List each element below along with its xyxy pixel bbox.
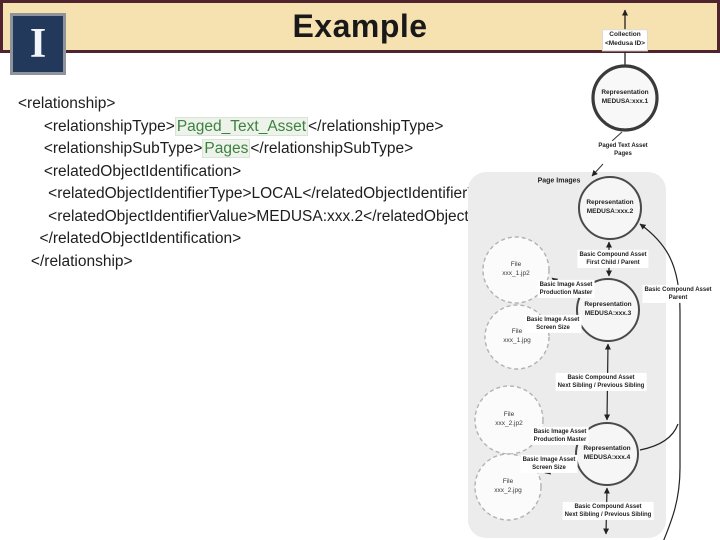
label-line: Production Master <box>539 290 593 296</box>
label-line: Basic Image Asset <box>526 316 580 323</box>
xml-code-block: <relationship> <relationshipType>Paged_T… <box>18 93 576 273</box>
edge-pages-segment <box>611 131 623 142</box>
label-line: Page Images <box>537 177 581 185</box>
slide-title: Example <box>292 8 428 44</box>
label-line: MEDUSA:xxx.2 <box>586 208 634 215</box>
label-line: Screen Size <box>532 465 566 471</box>
xml-tag: <relatedObjectIdentifierValue>MEDUSA:xxx… <box>18 207 576 225</box>
label-line: xxx_2.jp2 <box>495 420 523 427</box>
label-line: MEDUSA:xxx.3 <box>584 310 632 317</box>
edge-first-child-label: Basic Compound Asset First Child / Paren… <box>577 249 649 269</box>
label-line: Next Sibling / Previous Sibling <box>557 383 645 389</box>
label-line: MEDUSA:xxx.1 <box>601 98 649 105</box>
xml-line: <relatedObjectIdentifierType>LOCAL</rela… <box>18 183 576 206</box>
label-line: Representation <box>586 199 634 207</box>
xml-line: </relationship> <box>18 251 576 274</box>
label-line: Representation <box>601 89 649 97</box>
label-line: File <box>503 411 515 419</box>
xml-tag: <relationshipType> <box>18 117 175 135</box>
edge-pages-label: Paged Text Asset Pages <box>596 140 650 160</box>
xml-tag: </relationshipSubType> <box>250 140 414 157</box>
edge-sibling-label-2: Basic Compound Asset Next Sibling / Prev… <box>562 501 654 521</box>
label-line: Basic Compound Asset <box>574 503 642 510</box>
edge-prod-master-label-1: Basic Image Asset Production Master <box>537 279 595 299</box>
label-line: Parent <box>668 295 688 301</box>
label-line: First Child / Parent <box>586 260 640 266</box>
edge-parent-branch <box>639 423 679 451</box>
edge-screen-size-label-1: Basic Image Asset Screen Size <box>524 314 582 334</box>
title-banner <box>0 0 720 53</box>
panel-title: Page Images <box>538 176 581 185</box>
xml-value: Paged_Text_Asset <box>174 116 309 136</box>
rep-main-label: Representation MEDUSA:xxx.1 <box>601 89 648 107</box>
label-line: Paged Text Asset <box>598 142 648 149</box>
label-line: Basic Image Asset <box>539 281 593 288</box>
label-line: Production Master <box>533 437 587 443</box>
label-line: xxx_2.jpg <box>494 487 522 494</box>
label-line: Pages <box>614 151 632 157</box>
rep-page1-label: Representation MEDUSA:xxx.3 <box>584 301 631 319</box>
label-line: xxx_1.jpg <box>503 337 531 344</box>
label-line: Representation <box>584 301 632 309</box>
xml-tag: <relatedObjectIdentification> <box>18 162 242 180</box>
label-line: File <box>502 478 514 486</box>
xml-line: <relationshipSubType>Pages</relationship… <box>18 138 576 161</box>
label-line: Basic Image Asset <box>522 456 576 463</box>
xml-tag: <relationshipSubType> <box>18 140 203 157</box>
label-line: Screen Size <box>536 325 570 331</box>
label-line: xxx_1.jp2 <box>502 270 530 277</box>
edge-screen-size-label-2: Basic Image Asset Screen Size <box>520 454 578 474</box>
label-line: Basic Compound Asset <box>579 251 647 258</box>
label-line: <Medusa ID> <box>604 40 646 47</box>
file-2jp2-label: File xxx_2.jp2 <box>495 411 522 429</box>
xml-tag: <relationship> <box>18 95 116 112</box>
xml-line: <relationshipType>Paged_Text_Asset</rela… <box>18 116 576 139</box>
label-line: Basic Compound Asset <box>567 374 635 381</box>
label-line: Collection <box>609 31 641 39</box>
label-line: Basic Compound Asset <box>644 286 712 293</box>
xml-tag: </relationshipType> <box>308 117 444 135</box>
xml-line: <relatedObjectIdentification> <box>18 161 576 184</box>
edge-prod-master-label-2: Basic Image Asset Production Master <box>531 426 589 446</box>
xml-line: </relatedObjectIdentification> <box>18 228 576 251</box>
xml-tag: <relatedObjectIdentifierType>LOCAL</rela… <box>18 185 510 202</box>
label-line: File <box>510 261 522 269</box>
label-line: Next Sibling / Previous Sibling <box>564 512 652 518</box>
label-line: Basic Image Asset <box>533 428 587 435</box>
xml-line: <relatedObjectIdentifierValue>MEDUSA:xxx… <box>18 206 576 229</box>
edge-pages-arrow <box>591 163 604 177</box>
label-line: MEDUSA:xxx.4 <box>583 454 631 461</box>
xml-tag: </relationship> <box>18 252 133 270</box>
rep-page2-label: Representation MEDUSA:xxx.4 <box>583 445 630 463</box>
xml-tag: </relatedObjectIdentification> <box>18 230 242 247</box>
collection-label: Collection <Medusa ID> <box>601 29 649 51</box>
file-1jp2-label: File xxx_1.jp2 <box>502 261 529 279</box>
label-line: Representation <box>583 445 631 453</box>
edge-sibling-label-1: Basic Compound Asset Next Sibling / Prev… <box>555 372 647 392</box>
xml-value: Pages <box>202 139 251 158</box>
xml-line: <relationship> <box>18 93 576 116</box>
rep-pages-label: Representation MEDUSA:xxx.2 <box>586 199 633 217</box>
edge-parent-label: Basic Compound Asset Parent <box>642 284 714 304</box>
file-2jpg-label: File xxx_2.jpg <box>494 478 521 496</box>
illinois-logo: I <box>10 13 66 75</box>
block-i-icon: I <box>29 21 47 67</box>
